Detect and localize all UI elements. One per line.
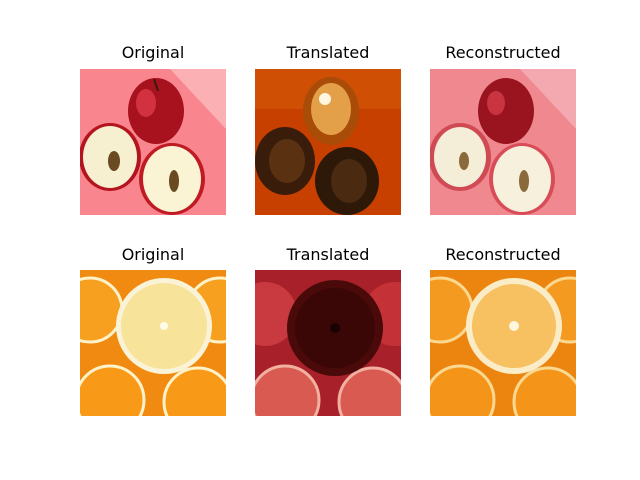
panel-title-row2-col1: Original: [121, 245, 185, 264]
panel-title-row2-col3: Reconstructed: [445, 245, 561, 264]
orange-original-image: [80, 270, 226, 416]
panel-title-row1-col2: Translated: [286, 43, 370, 62]
panel-title-row1-col1: Original: [121, 43, 185, 62]
apple-reconstructed-image: [430, 69, 576, 215]
panel-title-row2-col2: Translated: [286, 245, 370, 264]
panel-title-row1-col3: Reconstructed: [445, 43, 561, 62]
apple-original-image: [80, 69, 226, 215]
apple-translated-image: [255, 69, 401, 215]
orange-translated-image: [255, 270, 401, 416]
orange-reconstructed-image: [430, 270, 576, 416]
